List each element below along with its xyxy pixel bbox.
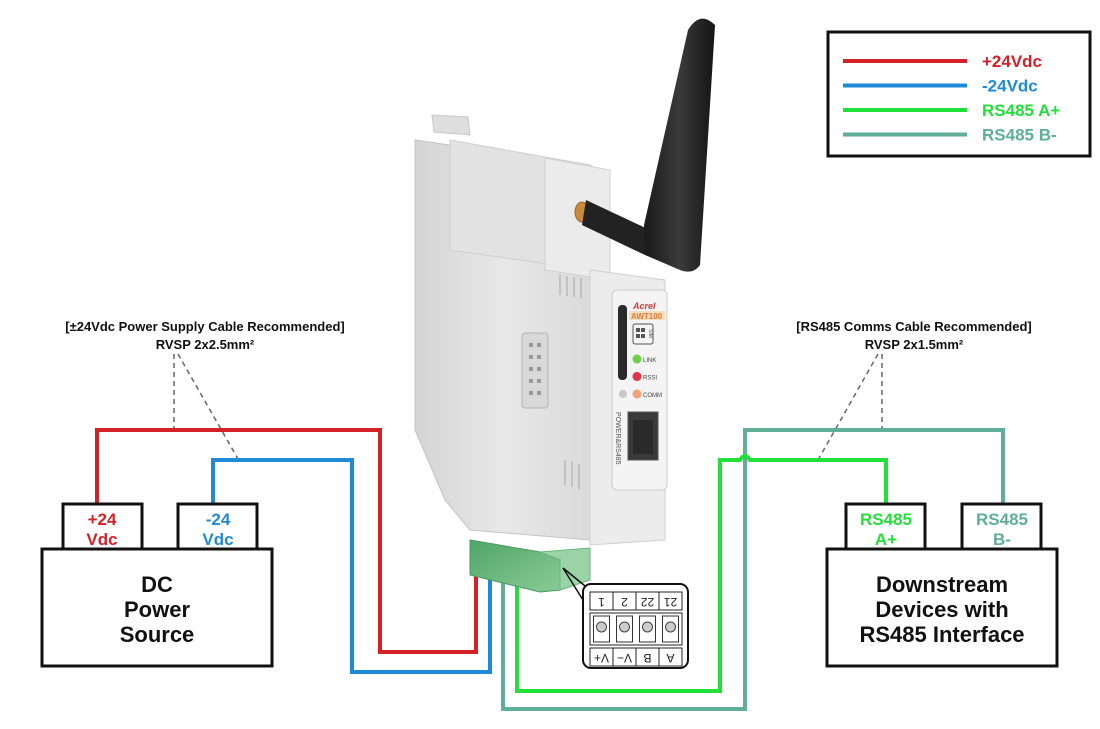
wires: [95, 428, 1005, 711]
side-connector-pins: [529, 343, 541, 395]
terminal-negative-24v-label-1: -24: [206, 510, 231, 529]
downstream-title-1: Downstream: [876, 572, 1008, 597]
brand-logo: Acrel: [632, 301, 656, 311]
comms-leader-line-2: [817, 353, 879, 461]
downstream-devices: RS485 A+ RS485 B- Downstream Devices wit…: [825, 502, 1059, 668]
screw-icon: [596, 621, 607, 633]
led-rssi-label: RSSI: [643, 376, 657, 382]
terminal-rs485-b-label-1: RS485: [976, 510, 1028, 529]
din-clip: [431, 114, 471, 136]
terminal-positive-24v-label-2: Vdc: [86, 530, 117, 549]
terminal-rs485-b-label-2: B-: [993, 530, 1011, 549]
antenna-rod: [644, 18, 715, 272]
terminal-rs485-a-label-2: A+: [875, 530, 897, 549]
comms-cable-title: [RS485 Comms Cable Recommended]: [796, 319, 1032, 334]
status-leds: LINK RSSI COMM: [632, 354, 662, 399]
wire-positive-24v: [95, 428, 478, 654]
terminal-negative-24v-label-2: Vdc: [202, 530, 233, 549]
sim-label: SIM: [647, 329, 653, 338]
legend-label-rs485a: RS485 A+: [982, 101, 1060, 120]
vent-slots: [559, 275, 582, 489]
screw-icon: [619, 621, 630, 633]
power-source-title-2: Power: [124, 597, 190, 622]
led-rssi-icon: [632, 372, 642, 381]
led-comm-label: COMM: [643, 393, 662, 399]
screw-icon: [642, 621, 653, 633]
wire-rs485-a: [515, 454, 888, 693]
port-label: POWER&RS485: [614, 412, 621, 465]
screw-icon: [665, 621, 676, 633]
power-cable-annotation: [±24Vdc Power Supply Cable Recommended] …: [65, 319, 345, 460]
model-label: AWT100: [631, 312, 663, 321]
power-led: [619, 390, 627, 398]
power-cable-spec: RVSP 2x2.5mm²: [156, 337, 255, 352]
legend-label-neg24: -24Vdc: [982, 77, 1038, 96]
inset-terminal-number: 22: [641, 595, 655, 609]
inset-signal-label: A: [666, 651, 674, 665]
power-source-title-1: DC: [141, 572, 173, 597]
terminal-negative-24v: [176, 502, 259, 552]
inset-terminal-number: 2: [621, 595, 628, 609]
power-cable-title: [±24Vdc Power Supply Cable Recommended]: [65, 319, 344, 334]
terminal-positive-24v-label-1: +24: [88, 510, 117, 529]
terminal-rs485-b: [960, 502, 1043, 552]
downstream-box: [825, 547, 1059, 668]
led-comm-icon: [632, 389, 642, 399]
model-badge: [629, 311, 665, 320]
sim-slot: [618, 305, 627, 380]
sim-card-icon: [632, 323, 654, 345]
power-leader-line-2: [177, 353, 239, 460]
antenna: [574, 18, 715, 272]
wire-negative-24v: [211, 458, 492, 674]
inset-signal-label: V−: [617, 651, 632, 665]
inset-terminal-number: 21: [664, 595, 678, 609]
inset-signal-label: B: [643, 651, 651, 665]
wire-rs485-b: [501, 428, 1005, 711]
dc-power-source: +24 Vdc -24 Vdc DC Power Source: [40, 502, 274, 668]
downstream-title-3: RS485 Interface: [859, 622, 1024, 647]
legend-label-rs485b: RS485 B-: [982, 126, 1057, 145]
awt100-device: Acrel AWT100 SIM LINK RSSI COMM POWER&RS48…: [414, 18, 715, 593]
terminal-rs485-a: [844, 502, 927, 552]
inset-signal-label: V+: [594, 651, 609, 665]
side-connector: [521, 332, 549, 409]
led-link-icon: [632, 354, 642, 364]
inset-terminal-number: 1: [598, 595, 605, 609]
downstream-title-2: Devices with: [875, 597, 1008, 622]
terminal-rs485-a-label-1: RS485: [860, 510, 912, 529]
terminal-block: [469, 539, 561, 593]
power-source-box: [40, 547, 274, 668]
terminal-inset: 1V+ 2V− 22B 21A: [562, 567, 689, 669]
power-source-title-3: Source: [120, 622, 195, 647]
comms-cable-spec: RVSP 2x1.5mm²: [865, 337, 964, 352]
comms-cable-annotation: [RS485 Comms Cable Recommended] RVSP 2x1…: [796, 319, 1032, 461]
legend-label-pos24: +24Vdc: [982, 52, 1042, 71]
led-link-label: LINK: [643, 358, 656, 364]
